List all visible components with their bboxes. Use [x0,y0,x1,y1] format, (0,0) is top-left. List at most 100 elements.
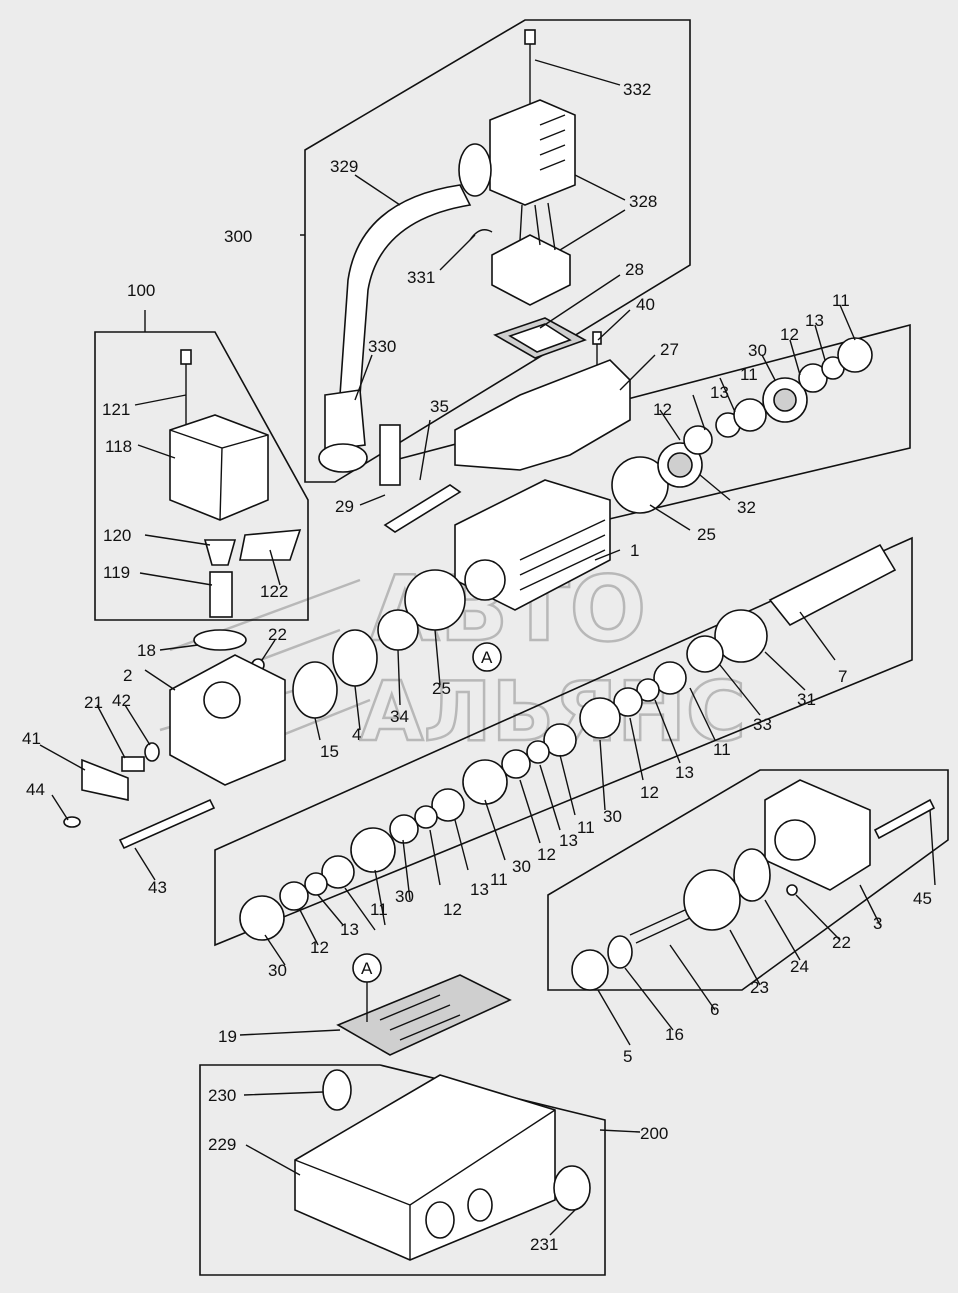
label-118: 118 [105,437,132,456]
part-328-base [491,234,571,306]
part-33 [686,635,724,673]
label-11-f: 11 [370,900,388,919]
part-15 [292,661,338,719]
label-40: 40 [636,295,655,314]
label-30-a: 30 [748,341,767,360]
spool-group [239,543,897,941]
part-11-c [653,661,687,695]
part-2-end-cap [169,654,286,786]
part-4 [332,629,378,687]
part-41-plate [81,758,129,801]
label-5: 5 [623,1047,632,1066]
label-230: 230 [208,1086,236,1105]
part-5-cap [571,949,609,991]
label-331: 331 [407,268,435,287]
label-29: 29 [335,497,354,516]
label-11-a: 11 [832,291,850,310]
part-12-e [389,814,419,844]
part-35-plate [383,484,462,533]
label-13-d: 13 [559,831,578,850]
part-11-b [733,398,767,432]
part-230-plug [322,1069,352,1111]
label-300: 300 [224,227,252,246]
label-30-c: 30 [512,857,531,876]
label-3: 3 [873,914,882,933]
part-331-clip [469,229,493,241]
label-19: 19 [218,1027,237,1046]
part-328-plug [489,99,576,206]
part-13-c [636,678,660,702]
part-118-coil [169,414,269,521]
part-119-tube [209,571,233,618]
part-6-spring [629,909,691,944]
label-2: 2 [123,666,132,685]
part-30-d [350,827,396,873]
frame-body [394,323,911,521]
part-13-d [526,740,550,764]
label-27: 27 [660,340,679,359]
part-21-screw [121,756,145,772]
label-231: 231 [530,1235,558,1254]
label-25-a: 25 [697,525,716,544]
part-329-cable [339,184,472,396]
label-31: 31 [797,690,816,709]
right-end-cap-group [571,779,936,991]
part-16-ring [607,935,633,969]
part-13-f [304,872,328,896]
label-329: 329 [330,157,358,176]
label-45: 45 [913,889,932,908]
label-4: 4 [352,725,361,744]
label-122: 122 [260,582,288,601]
label-30-b: 30 [603,807,622,826]
part-12-a [683,425,713,455]
label-12-e: 12 [443,900,462,919]
part-labels: 332 329 328 300 331 28 40 27 100 330 121… [22,80,932,1254]
part-120-nut [203,539,237,566]
leader-lines [39,59,936,1236]
part-43-bolt [118,798,216,850]
part-332-head [524,29,536,45]
frame-100 [94,331,309,621]
label-22-b: 22 [832,933,851,952]
label-229: 229 [208,1135,236,1154]
label-11-c: 11 [713,740,731,759]
label-13-e: 13 [470,880,489,899]
label-43: 43 [148,878,167,897]
label-30-e: 30 [268,961,287,980]
label-32: 32 [737,498,756,517]
part-29-bolt [379,424,401,486]
label-13-b: 13 [710,383,729,402]
part-13-e [414,805,438,829]
label-7: 7 [838,667,847,686]
frame-spool [214,536,913,947]
subplate-group: A [294,953,591,1261]
part-231-plug [553,1165,591,1211]
label-23: 23 [750,978,769,997]
part-11-e [431,788,465,822]
label-13-f: 13 [340,920,359,939]
part-121-head [180,349,192,365]
label-12-b: 12 [653,400,672,419]
label-330: 330 [368,337,396,356]
part-12-d [501,749,531,779]
label-13-a: 13 [805,311,824,330]
part-45-bolt [873,798,936,840]
label-11-e: 11 [490,870,508,889]
label-328: 328 [629,192,657,211]
part-19-gasket [336,974,512,1056]
part-22-b [786,884,798,896]
part-122-plate [239,529,302,561]
part-24-oring [733,848,771,902]
label-22-a: 22 [268,625,287,644]
part-30-b [579,697,621,739]
frame-300 [304,19,691,483]
label-44: 44 [26,780,45,799]
label-1: 1 [630,541,639,560]
part-25-gasket [611,456,669,514]
part-30-e [239,895,285,941]
part-7-spool [768,543,897,627]
label-200: 200 [640,1124,668,1143]
label-33: 33 [753,715,772,734]
part-31 [714,609,768,663]
